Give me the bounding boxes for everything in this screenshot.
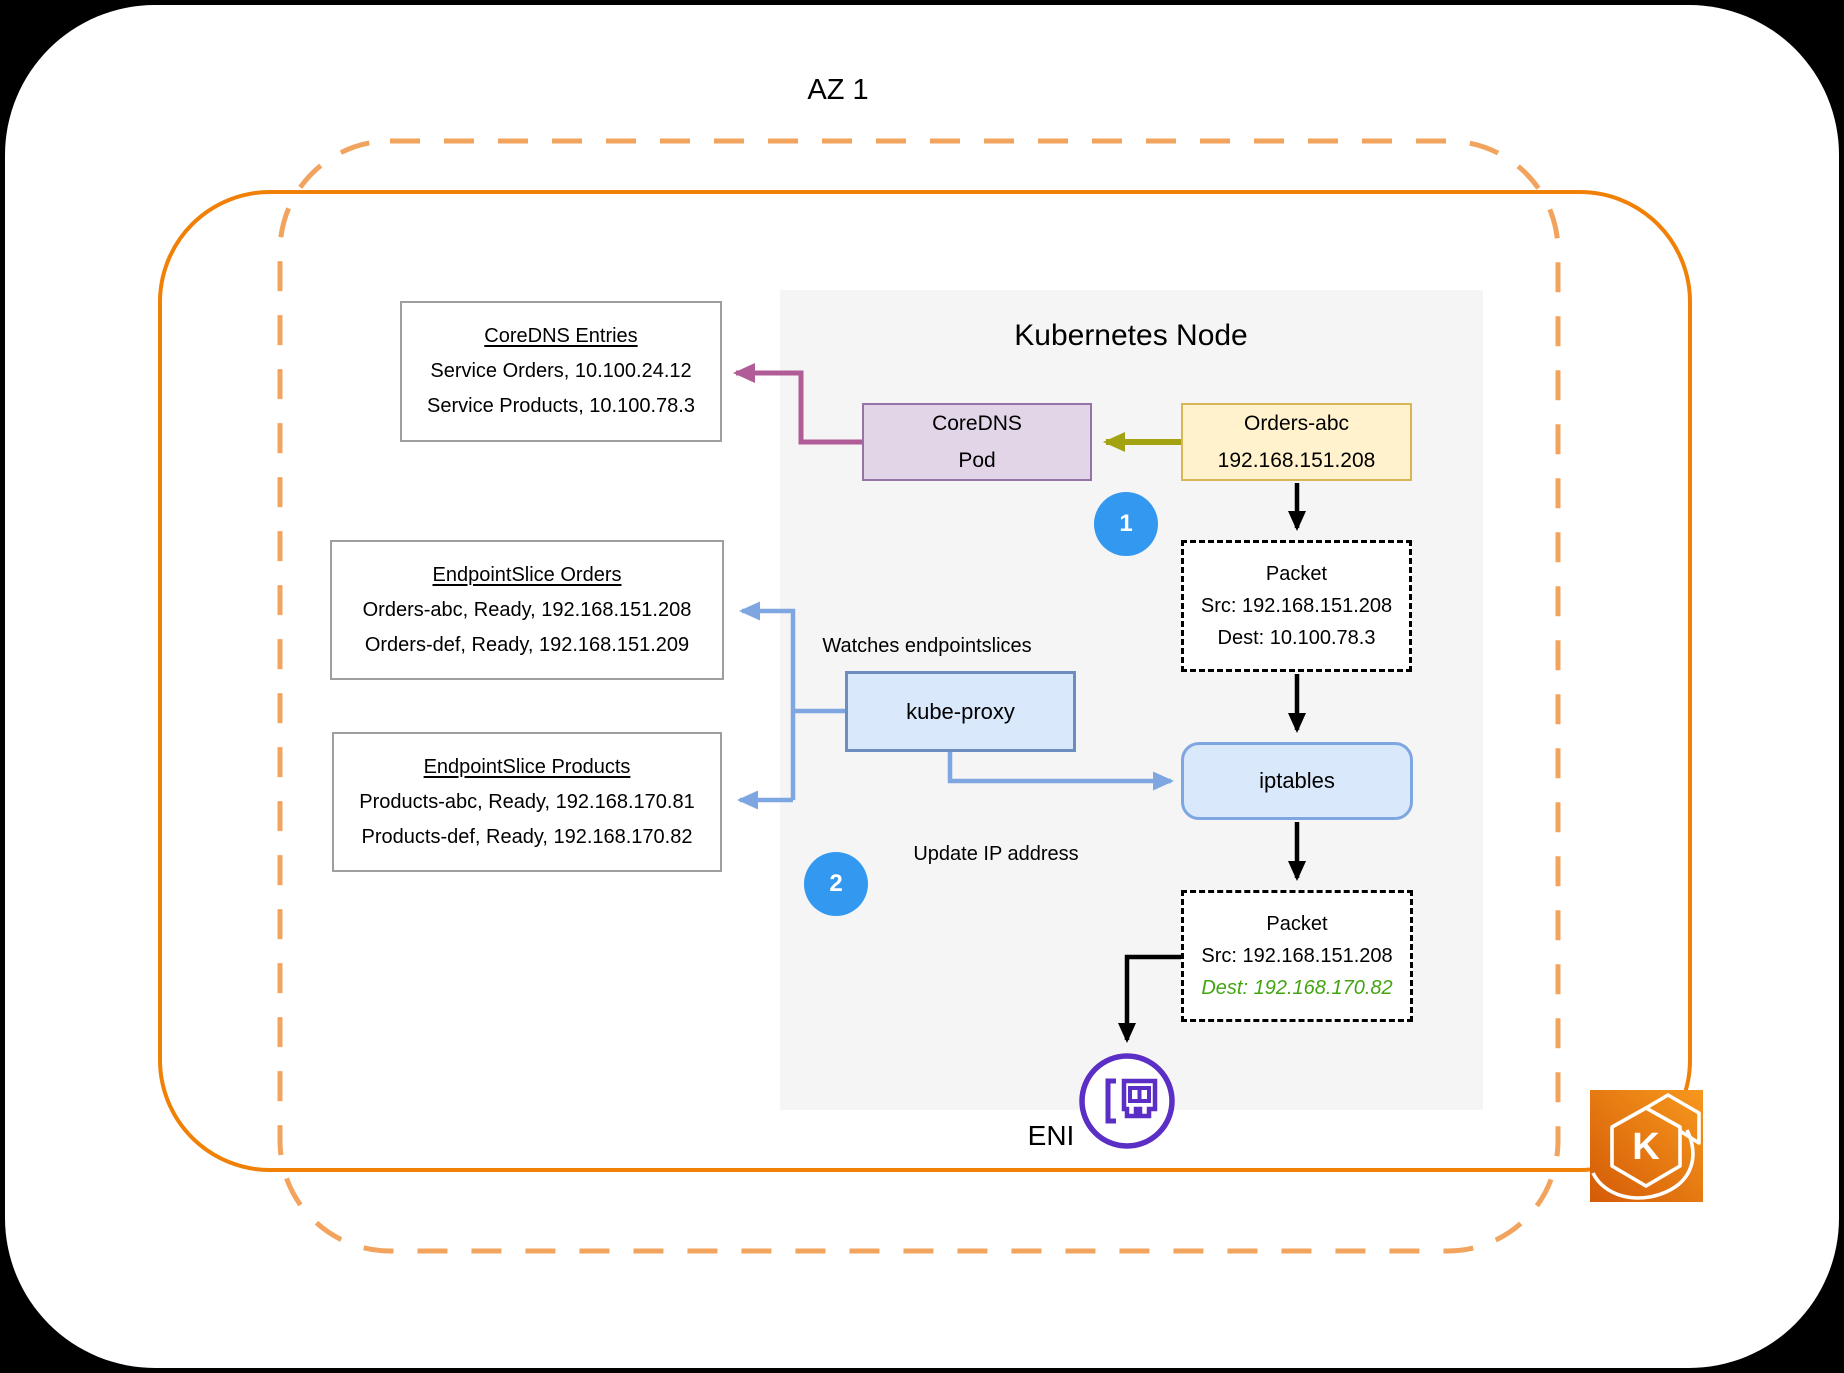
step-2-badge: 2: [804, 852, 868, 916]
kubernetes-node-title: Kubernetes Node: [1014, 319, 1248, 352]
coredns-entries-title: CoreDNS Entries: [484, 325, 638, 347]
packet-dest-rewritten: Dest: 192.168.170.82: [1201, 976, 1393, 999]
endpointslice-orders-box: EndpointSlice Orders Orders-abc, Ready, …: [330, 540, 724, 680]
coredns-entries-box: CoreDNS Entries Service Orders, 10.100.2…: [400, 301, 722, 442]
packet-src: Src: 192.168.151.208: [1201, 944, 1393, 967]
eks-letter: K: [1632, 1126, 1660, 1168]
update-ip-address-label: Update IP address: [913, 843, 1079, 865]
coredns-pod-line: Pod: [958, 448, 996, 472]
packet-title: Packet: [1266, 912, 1328, 935]
arrow-pod-to-entries: [733, 363, 862, 445]
eks-icon: K: [1590, 1090, 1703, 1202]
arrow-packet-to-eni: [1118, 954, 1181, 1043]
iptables-box: iptables: [1181, 742, 1413, 820]
eni-icon: [1079, 1053, 1175, 1149]
orders-abc-name: Orders-abc: [1243, 411, 1350, 435]
iptables-label: iptables: [1259, 768, 1335, 793]
endpointslice-orders-title: EndpointSlice Orders: [432, 563, 622, 586]
coredns-pod-line: CoreDNS: [932, 411, 1022, 435]
packet-before-box: Packet Src: 192.168.151.208 Dest: 10.100…: [1181, 540, 1412, 672]
coredns-pod-box: CoreDNS Pod: [862, 403, 1092, 481]
orders-abc-ip: 192.168.151.208: [1217, 448, 1376, 472]
az-dashed-boundary: [277, 138, 1561, 1254]
packet-dest: Dest: 10.100.78.3: [1217, 626, 1376, 649]
arrow-kubeproxy-to-iptables: [947, 752, 1174, 791]
endpointslice-products-title: EndpointSlice Products: [423, 755, 631, 778]
kube-proxy-label: kube-proxy: [906, 698, 1015, 724]
az-label: AZ 1: [807, 74, 869, 106]
step-1-badge: 1: [1094, 492, 1158, 556]
coredns-entry-row: Service Products, 10.100.78.3: [427, 395, 695, 417]
arrow-kubeproxy-to-es-orders: [739, 601, 796, 800]
endpointslice-row: Orders-def, Ready, 192.168.151.209: [364, 633, 690, 656]
endpointslice-row: Products-abc, Ready, 192.168.170.81: [359, 790, 695, 813]
packet-after-box: Packet Src: 192.168.151.208 Dest: 192.16…: [1181, 890, 1413, 1022]
packet-title: Packet: [1265, 562, 1328, 585]
endpointslice-row: Orders-abc, Ready, 192.168.151.208: [362, 598, 692, 621]
orders-abc-pod-box: Orders-abc 192.168.151.208: [1181, 403, 1412, 481]
eni-label: ENI: [1027, 1120, 1075, 1151]
packet-src: Src: 192.168.151.208: [1200, 594, 1393, 617]
watches-endpointslices-label: Watches endpointslices: [822, 635, 1032, 657]
coredns-entry-row: Service Orders, 10.100.24.12: [430, 360, 692, 382]
subnet-solid-boundary: [158, 190, 1692, 1172]
endpointslice-row: Products-def, Ready, 192.168.170.82: [361, 825, 693, 848]
endpointslice-products-box: EndpointSlice Products Products-abc, Rea…: [332, 732, 722, 872]
kube-proxy-box: kube-proxy: [845, 671, 1076, 752]
